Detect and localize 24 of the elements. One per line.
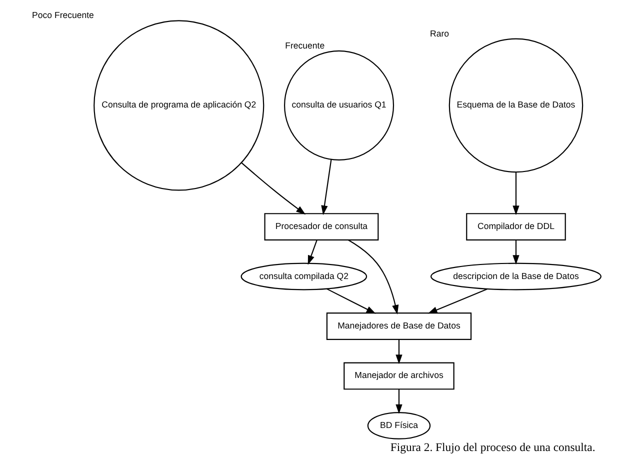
arrow: [348, 240, 398, 315]
node-label: Raro: [430, 28, 449, 38]
node-label: Frecuente: [284, 40, 324, 51]
node-ellipse: BD Física: [366, 412, 430, 440]
node-circle: consulta de usuarios Q1: [284, 50, 394, 160]
arrow: [320, 159, 332, 216]
node-box: Procesador de consulta: [264, 213, 378, 240]
node-box: Compilador de DDL: [466, 213, 566, 240]
arrow: [512, 172, 519, 216]
node-ellipse: descripcion de la Base de Datos: [430, 262, 601, 290]
node-circle: Consulta de programa de aplicación Q2: [93, 20, 264, 191]
caption: Figura 2. Flujo del proceso de una consulta.: [390, 441, 595, 454]
node-label: Poco Frecuente: [32, 10, 94, 20]
arrow: [240, 162, 306, 215]
node-circle: Esquema de la Base de Datos: [448, 38, 583, 173]
node-ellipse: consulta compilada Q2: [240, 262, 367, 290]
arrow: [395, 340, 402, 364]
arrow: [307, 240, 317, 265]
arrow: [395, 389, 402, 414]
arrow: [427, 288, 488, 314]
arrow: [326, 288, 376, 314]
node-box: Manejadores de Base de Datos: [326, 312, 472, 340]
node-box: Manejador de archivos: [343, 362, 454, 390]
arrow: [512, 240, 519, 265]
